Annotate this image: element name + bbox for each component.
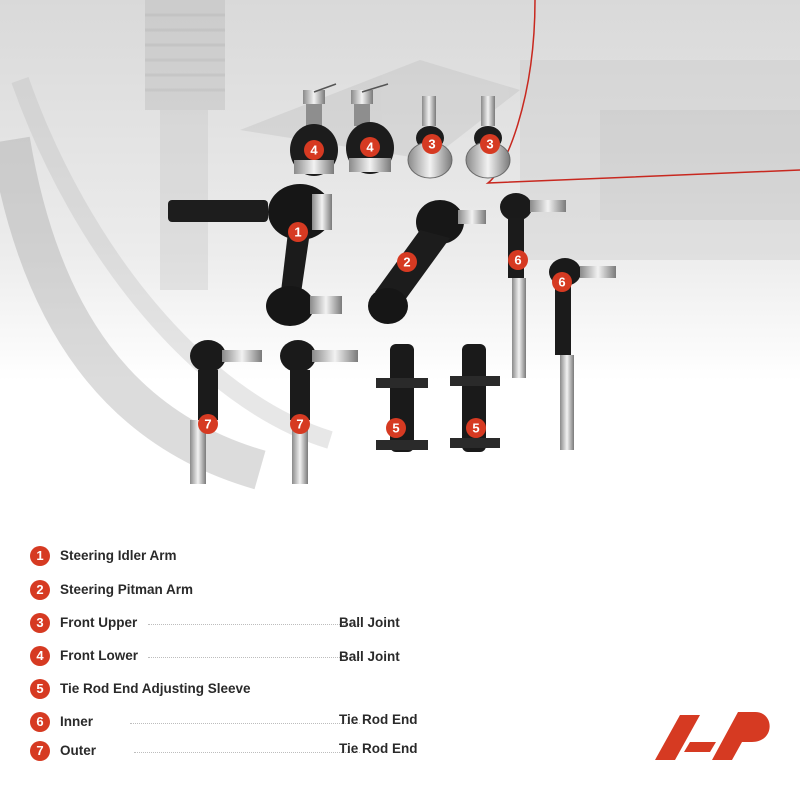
part-badge-number: 6	[558, 275, 565, 290]
legend-label: Steering Pitman Arm	[60, 582, 194, 597]
part-badge-number: 6	[514, 253, 521, 268]
legend-right-label: Ball Joint	[339, 649, 400, 664]
legend-leader-line	[130, 723, 360, 724]
part-badge: 5	[386, 418, 406, 438]
part-badge-number: 4	[366, 140, 374, 155]
part-badge-number: 7	[204, 417, 211, 432]
part-badge-number: 7	[296, 417, 303, 432]
part-badge: 5	[466, 418, 486, 438]
legend-leader-line	[148, 624, 360, 625]
brand-logo	[655, 712, 770, 760]
part-badge: 2	[397, 252, 417, 272]
part-badge-number: 3	[486, 137, 493, 152]
tie-rod-outer-1	[190, 340, 262, 484]
legend-leader-line	[148, 657, 360, 658]
legend-label: Front Lower	[60, 648, 138, 663]
part-badge: 4	[360, 137, 380, 157]
part-badge: 4	[304, 140, 324, 160]
legend-item: 1 Steering Idler Arm	[30, 546, 430, 568]
legend-number-badge: 7	[30, 741, 50, 761]
background-suspension	[0, 0, 800, 490]
legend-right-label: Ball Joint	[339, 615, 400, 630]
legend-label: Inner	[60, 714, 94, 729]
legend-number-badge: 3	[30, 613, 50, 633]
part-badge-number: 2	[403, 255, 410, 270]
legend-item: 3 Front Upper Ball Joint	[30, 613, 430, 635]
legend-number-badge: 6	[30, 712, 50, 732]
part-badge: 3	[422, 134, 442, 154]
legend-number-badge: 5	[30, 679, 50, 699]
part-badge: 6	[508, 250, 528, 270]
part-badge-number: 3	[428, 137, 435, 152]
part-badge: 6	[552, 272, 572, 292]
part-badge: 1	[288, 222, 308, 242]
ball-joint-upper-1	[407, 96, 453, 179]
legend-number-badge: 2	[30, 580, 50, 600]
legend-item: 5 Tie Rod End Adjusting Sleeve	[30, 679, 430, 701]
part-badge: 7	[198, 414, 218, 434]
legend-item: 7 Outer Tie Rod End	[30, 741, 430, 763]
legend-label: Front Upper	[60, 615, 138, 630]
legend-label: Tie Rod End Adjusting Sleeve	[60, 681, 251, 696]
part-badge-number: 5	[392, 421, 399, 436]
legend-right-label: Tie Rod End	[339, 712, 418, 727]
part-badge-number: 1	[294, 225, 301, 240]
tie-rod-outer-2	[280, 340, 358, 484]
ball-joint-upper-2	[465, 96, 511, 179]
legend-item: 6 Inner Tie Rod End	[30, 712, 430, 734]
part-badge-number: 5	[472, 421, 479, 436]
legend-item: 4 Front Lower Ball Joint	[30, 646, 430, 668]
legend-leader-line	[134, 752, 360, 753]
part-badge: 3	[480, 134, 500, 154]
part-badge-number: 4	[310, 143, 318, 158]
legend-right-label: Tie Rod End	[339, 741, 418, 756]
idler-arm	[168, 184, 342, 326]
part-badge: 7	[290, 414, 310, 434]
accent-arc	[485, 0, 800, 184]
legend-item: 2 Steering Pitman Arm	[30, 580, 430, 602]
legend-number-badge: 1	[30, 546, 50, 566]
legend-label: Steering Idler Arm	[60, 548, 177, 563]
legend-number-badge: 4	[30, 646, 50, 666]
legend-label: Outer	[60, 743, 97, 758]
